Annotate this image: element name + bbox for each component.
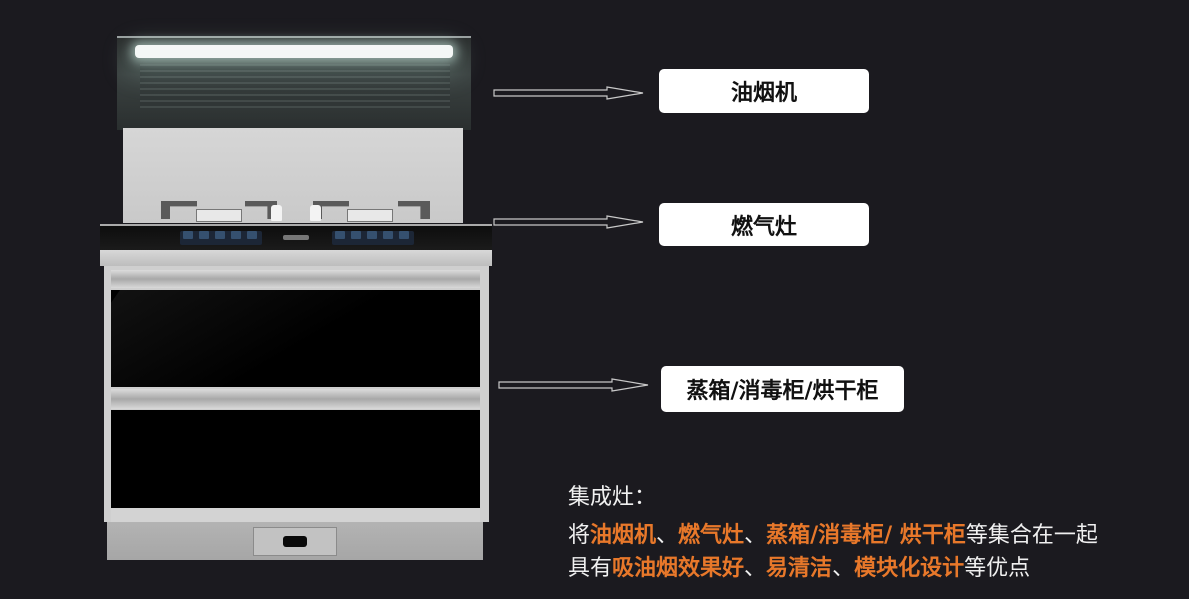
range-hood-vents bbox=[140, 64, 450, 108]
touch-controls-left bbox=[180, 231, 262, 245]
plinth-handle bbox=[283, 536, 307, 547]
highlight-text: 蒸箱/消毒柜/ 烘干柜 bbox=[766, 523, 966, 548]
text: 、 bbox=[744, 523, 767, 548]
label-gas-stove: 燃气灶 bbox=[659, 203, 869, 246]
label-cabinets-text: 蒸箱/消毒柜/烘干柜 bbox=[686, 379, 879, 404]
cabinet-door-upper bbox=[111, 290, 480, 387]
knob-left bbox=[271, 205, 282, 221]
text: 、 bbox=[832, 556, 855, 581]
highlight-text: 燃气灶 bbox=[678, 523, 745, 548]
text: 将 bbox=[568, 523, 591, 548]
burner-left bbox=[196, 209, 242, 222]
highlight-text: 模块化设计 bbox=[854, 556, 965, 581]
integrated-stove-image bbox=[0, 0, 500, 599]
description-title-text: 集成灶： bbox=[568, 485, 657, 510]
cabinet-door-lower bbox=[111, 410, 480, 508]
backsplash-panel bbox=[123, 128, 463, 223]
text: 具有 bbox=[568, 556, 613, 581]
text: 等优点 bbox=[964, 556, 1031, 581]
text: 、 bbox=[656, 523, 679, 548]
drawer-handle-top bbox=[111, 270, 480, 288]
label-cabinets: 蒸箱/消毒柜/烘干柜 bbox=[661, 366, 904, 412]
description-line-1: 将油烟机、燃气灶、蒸箱/消毒柜/ 烘干柜等集合在一起 bbox=[568, 517, 1098, 549]
touch-controls-right bbox=[332, 231, 414, 245]
arrow-icon bbox=[493, 86, 645, 100]
range-hood-light bbox=[135, 45, 453, 58]
text: 、 bbox=[744, 556, 767, 581]
description-line-2: 具有吸油烟效果好、易清洁、模块化设计等优点 bbox=[568, 550, 1030, 582]
countertop-edge bbox=[100, 250, 492, 266]
label-range-hood: 油烟机 bbox=[659, 69, 869, 113]
brand-logo bbox=[283, 235, 309, 240]
cabinet-bottom-trim bbox=[111, 508, 480, 522]
highlight-text: 吸油烟效果好 bbox=[612, 556, 745, 581]
arrow-icon bbox=[493, 215, 645, 229]
arrow-icon bbox=[498, 378, 650, 392]
text: 等集合在一起 bbox=[965, 523, 1098, 548]
label-gas-stove-text: 燃气灶 bbox=[730, 214, 797, 240]
highlight-text: 油烟机 bbox=[590, 523, 657, 548]
label-range-hood-text: 油烟机 bbox=[730, 81, 797, 106]
description-title: 集成灶： bbox=[568, 479, 656, 511]
burner-right bbox=[347, 209, 393, 222]
knob-right bbox=[310, 205, 321, 221]
highlight-text: 易清洁 bbox=[766, 556, 833, 581]
drawer-handle-middle bbox=[111, 389, 480, 409]
